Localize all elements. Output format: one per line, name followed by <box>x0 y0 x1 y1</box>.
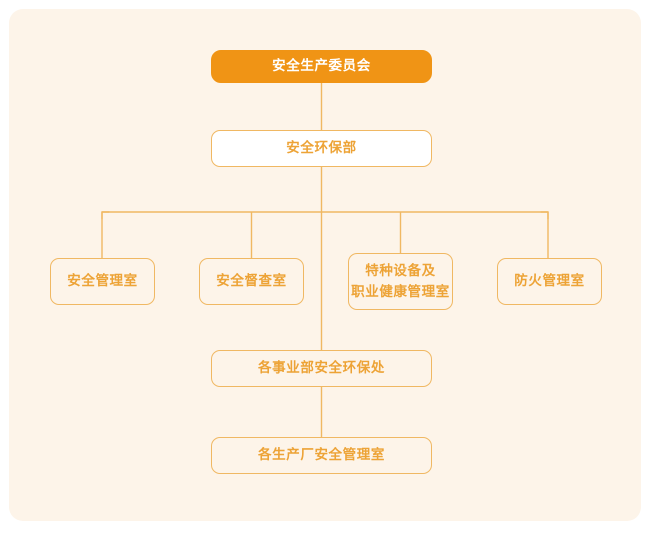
node-fire-prevention-management-office[interactable]: 防火管理室 <box>497 258 602 305</box>
node-safety-supervision-office[interactable]: 安全督查室 <box>199 258 304 305</box>
node-label: 安全生产委员会 <box>272 58 371 75</box>
node-safety-environment-department[interactable]: 安全环保部 <box>211 130 432 167</box>
node-safety-management-office[interactable]: 安全管理室 <box>50 258 155 305</box>
diagram-panel <box>9 9 641 521</box>
node-label: 特种设备及 职业健康管理室 <box>351 262 450 300</box>
node-label: 安全环保部 <box>286 140 357 157</box>
node-plant-safety-management-office[interactable]: 各生产厂安全管理室 <box>211 437 432 474</box>
node-label: 安全督查室 <box>216 273 287 290</box>
node-label: 安全管理室 <box>67 273 138 290</box>
node-label: 各生产厂安全管理室 <box>258 447 385 464</box>
node-label: 防火管理室 <box>514 273 585 290</box>
node-special-equipment-occupational-health-office[interactable]: 特种设备及 职业健康管理室 <box>348 253 453 310</box>
node-safety-production-committee[interactable]: 安全生产委员会 <box>211 50 432 83</box>
node-label: 各事业部安全环保处 <box>258 360 385 377</box>
node-division-safety-environment-division[interactable]: 各事业部安全环保处 <box>211 350 432 387</box>
